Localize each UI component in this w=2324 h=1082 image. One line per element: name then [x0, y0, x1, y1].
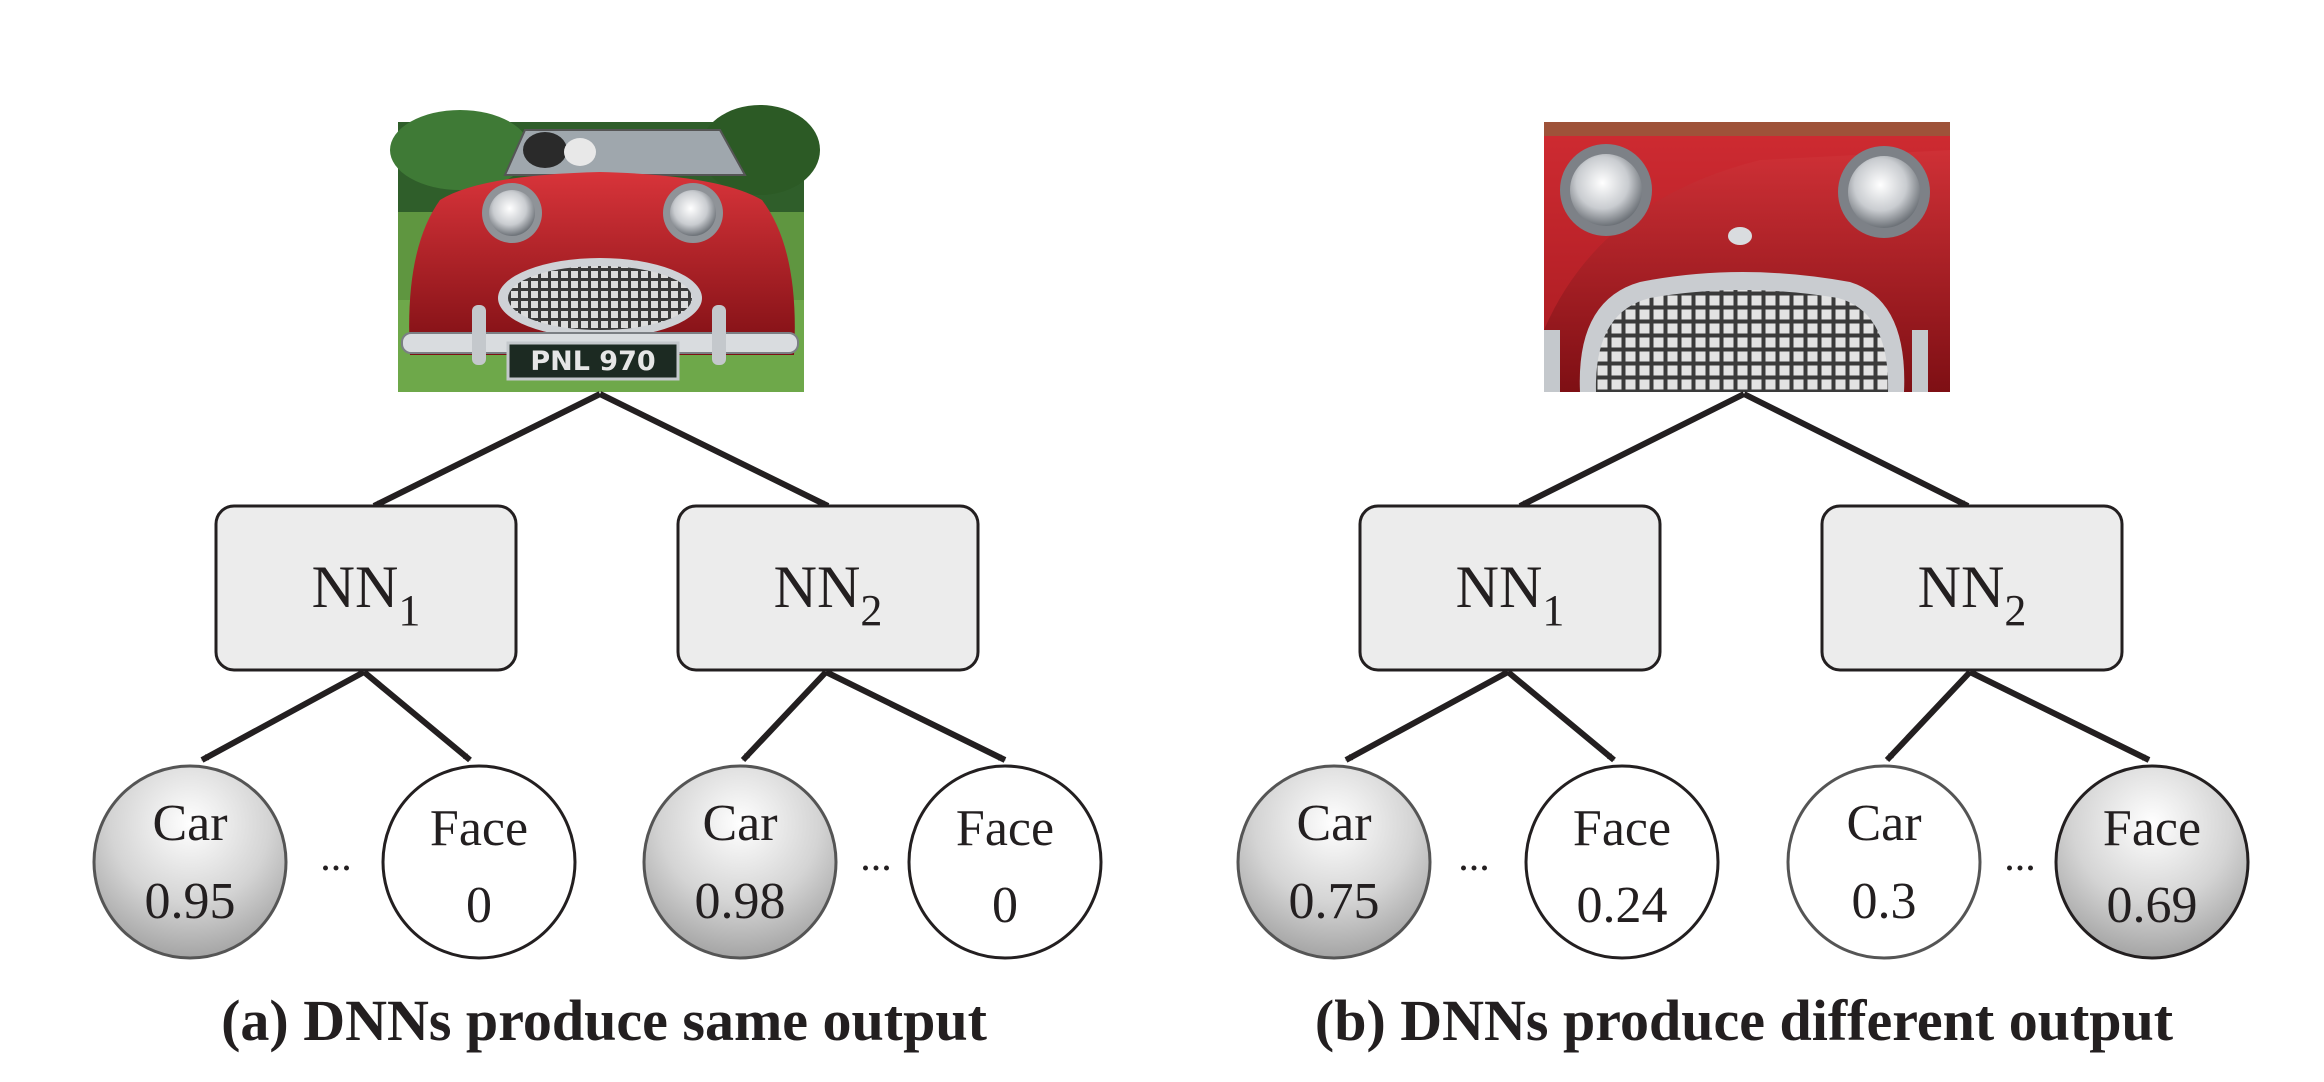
output-node-face: Face 0 — [907, 764, 1103, 960]
arrow-image-to-nn2 — [1742, 391, 1970, 509]
output-node-face: Face 0.24 — [1524, 764, 1720, 960]
network-box-nn2: NN2 — [676, 504, 980, 672]
arrow-nn2-to-face — [824, 669, 1007, 763]
network-box-nn2: NN2 — [1820, 504, 2124, 672]
network-box-nn1: NN1 — [214, 504, 518, 672]
network-box-nn1: NN1 — [1358, 504, 1662, 672]
arrow-nn2-to-car — [1884, 669, 1973, 763]
svg-text:NN1: NN1 — [1456, 554, 1565, 635]
panel-a: PNL 970 NN1 NN2 Car 0.95 — [92, 105, 1103, 1053]
output-class: Car — [702, 795, 777, 852]
network-label: NN — [774, 554, 861, 620]
output-class: Car — [1846, 795, 1921, 852]
ellipsis: ... — [860, 834, 892, 880]
output-score: 0.24 — [1577, 877, 1668, 934]
output-node-car: Car 0.98 — [642, 764, 838, 960]
output-class: Car — [1296, 795, 1371, 852]
output-class: Car — [152, 795, 227, 852]
output-node-car: Car 0.95 — [92, 764, 288, 960]
output-class: Face — [1573, 800, 1671, 857]
ellipsis: ... — [1458, 834, 1490, 880]
arrow-nn1-to-face — [362, 669, 472, 763]
network-label: NN — [1918, 554, 2005, 620]
car-photo-cropped — [1544, 122, 1950, 392]
output-node-face: Face 0.69 — [2054, 764, 2250, 960]
panel-caption: (b) DNNs produce different output — [1315, 988, 2174, 1053]
arrow-nn1-to-car — [1344, 669, 1510, 763]
license-plate-text: PNL 970 — [530, 346, 655, 377]
output-score: 0 — [992, 877, 1018, 934]
network-label: NN — [312, 554, 399, 620]
panel-caption: (a) DNNs produce same output — [221, 988, 988, 1053]
svg-text:NN2: NN2 — [774, 554, 883, 635]
output-score: 0.69 — [2107, 877, 2198, 934]
output-score: 0.98 — [695, 873, 786, 930]
panel-b: NN1 NN2 Car 0.75 ... Face 0.24 C — [1236, 122, 2250, 1053]
arrow-nn1-to-face — [1506, 669, 1616, 763]
network-subscript: 2 — [2004, 586, 2026, 635]
car-photo-full: PNL 970 — [390, 105, 820, 392]
arrow-image-to-nn2 — [598, 391, 830, 509]
output-score: 0.95 — [145, 873, 236, 930]
output-node-car: Car 0.3 — [1786, 764, 1982, 960]
output-class: Face — [430, 800, 528, 857]
network-subscript: 1 — [398, 586, 420, 635]
arrow-image-to-nn1 — [372, 391, 602, 509]
svg-text:NN2: NN2 — [1918, 554, 2027, 635]
arrow-nn1-to-car — [200, 669, 366, 763]
arrow-nn2-to-car — [740, 669, 829, 763]
ellipsis: ... — [320, 834, 352, 880]
arrow-nn2-to-face — [1968, 669, 2151, 763]
output-class: Face — [2103, 800, 2201, 857]
network-subscript: 1 — [1542, 586, 1564, 635]
network-label: NN — [1456, 554, 1543, 620]
output-node-car: Car 0.75 — [1236, 764, 1432, 960]
ellipsis: ... — [2004, 834, 2036, 880]
svg-text:NN1: NN1 — [312, 554, 421, 635]
output-class: Face — [956, 800, 1054, 857]
output-score: 0 — [466, 877, 492, 934]
output-node-face: Face 0 — [381, 764, 577, 960]
network-subscript: 2 — [860, 586, 882, 635]
output-score: 0.3 — [1852, 873, 1917, 930]
arrow-image-to-nn1 — [1518, 391, 1746, 509]
output-score: 0.75 — [1289, 873, 1380, 930]
